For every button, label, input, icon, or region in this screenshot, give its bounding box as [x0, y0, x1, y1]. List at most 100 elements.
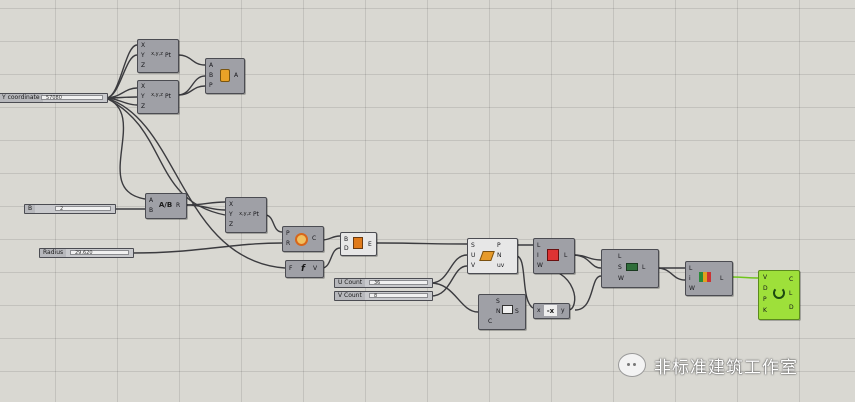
input-b[interactable]: B: [149, 207, 154, 214]
input-a[interactable]: A: [149, 197, 154, 204]
arc-node[interactable]: A B P A: [205, 58, 245, 94]
output-c[interactable]: C: [312, 235, 317, 242]
input-z[interactable]: Z: [141, 103, 146, 110]
input-s[interactable]: S: [471, 242, 475, 249]
cull-icon: [547, 249, 559, 261]
slider-radius[interactable]: Radius 29.620: [39, 248, 134, 258]
shift-list-node[interactable]: L S W L: [601, 249, 659, 288]
input-u[interactable]: U: [471, 252, 476, 259]
input-x[interactable]: x: [537, 307, 541, 314]
slider-v-count[interactable]: V Count 8: [334, 291, 433, 301]
input-z[interactable]: Z: [141, 62, 146, 69]
input-w[interactable]: W: [618, 275, 624, 282]
loft-node[interactable]: V D P K C L D: [758, 270, 800, 320]
wire: [131, 242, 283, 254]
watermark-text: 非标准建筑工作室: [654, 357, 798, 378]
input-z[interactable]: Z: [229, 221, 234, 228]
output-n[interactable]: N: [497, 252, 502, 259]
input-p[interactable]: P: [286, 230, 290, 237]
slider-value[interactable]: 29.620: [70, 250, 129, 256]
slider-label: B: [25, 205, 36, 213]
input-y[interactable]: Y: [141, 93, 145, 100]
output-d[interactable]: D: [789, 304, 794, 311]
input-b[interactable]: B: [344, 236, 349, 243]
output-e[interactable]: E: [368, 241, 372, 248]
output-l[interactable]: L: [789, 290, 793, 297]
input-l[interactable]: L: [689, 265, 693, 272]
input-x[interactable]: X: [141, 42, 146, 49]
wire: [430, 265, 468, 297]
output-l[interactable]: L: [564, 252, 568, 259]
input-x[interactable]: X: [141, 83, 146, 90]
expression-icon: f: [301, 264, 305, 274]
input-r[interactable]: R: [286, 240, 291, 247]
series-node[interactable]: S N C S: [478, 294, 526, 330]
negate-icon: -x: [544, 305, 557, 316]
input-s[interactable]: S: [496, 298, 500, 305]
expression-node[interactable]: F f V: [285, 260, 324, 278]
input-w[interactable]: W: [537, 262, 543, 269]
output-pt[interactable]: Pt: [165, 52, 171, 59]
input-v[interactable]: V: [763, 274, 768, 281]
output-y[interactable]: y: [561, 307, 565, 314]
negate-node[interactable]: x -x y: [533, 303, 570, 319]
construct-point-node-b[interactable]: X Y Z x,y,z Pt: [137, 80, 179, 114]
boundary-surface-node[interactable]: B D E: [340, 232, 377, 256]
construct-point-node-a[interactable]: X Y Z x,y,z Pt: [137, 39, 179, 73]
input-c[interactable]: C: [488, 318, 493, 325]
input-i[interactable]: i: [689, 275, 691, 282]
output-pt[interactable]: Pt: [253, 211, 259, 218]
input-l[interactable]: L: [537, 242, 541, 249]
output-s[interactable]: S: [515, 308, 519, 315]
slider-y-coordinate[interactable]: Y coordinate 57080: [0, 93, 108, 103]
wire: [105, 97, 286, 269]
input-f[interactable]: F: [289, 265, 293, 272]
input-p[interactable]: P: [209, 82, 213, 89]
output-v[interactable]: V: [313, 265, 318, 272]
input-y[interactable]: Y: [229, 211, 233, 218]
output-c[interactable]: C: [789, 276, 794, 283]
output-r[interactable]: R: [176, 202, 181, 209]
output-pt[interactable]: Pt: [165, 93, 171, 100]
output-l[interactable]: L: [720, 275, 724, 282]
slider-value[interactable]: 57080: [41, 95, 103, 101]
input-p[interactable]: P: [763, 296, 767, 303]
slider-u-count[interactable]: U Count 36: [334, 278, 433, 288]
wire: [177, 75, 206, 96]
circle-node[interactable]: P R C: [282, 226, 324, 252]
cull-node[interactable]: L I W L: [533, 238, 575, 274]
input-d[interactable]: D: [344, 245, 349, 252]
input-a[interactable]: A: [209, 62, 214, 69]
divide-surface-node[interactable]: S U V P N uv: [467, 238, 518, 274]
wire: [105, 44, 138, 99]
input-x[interactable]: X: [229, 201, 234, 208]
output-p[interactable]: P: [497, 242, 501, 249]
output-l[interactable]: L: [642, 264, 646, 271]
slider-value[interactable]: 8: [369, 293, 428, 299]
input-y[interactable]: Y: [141, 52, 145, 59]
input-v[interactable]: V: [471, 262, 476, 269]
input-w[interactable]: W: [689, 285, 695, 292]
division-node[interactable]: A B A/B R: [145, 193, 187, 219]
slider-b[interactable]: B 2: [24, 204, 116, 214]
input-k[interactable]: K: [763, 307, 767, 314]
input-n[interactable]: N: [496, 308, 501, 315]
wire: [177, 54, 206, 66]
input-s[interactable]: S: [618, 264, 622, 271]
watermark: 非标准建筑工作室: [618, 352, 838, 378]
slider-value[interactable]: 2: [55, 206, 111, 212]
arc-icon: [220, 68, 230, 82]
circle-icon: [294, 232, 308, 246]
input-d[interactable]: D: [763, 285, 768, 292]
construct-point-node-c[interactable]: X Y Z x,y,z Pt: [225, 197, 267, 233]
output-uv[interactable]: uv: [497, 262, 505, 269]
input-l[interactable]: L: [618, 253, 622, 260]
slider-label: Radius: [40, 249, 67, 257]
input-b[interactable]: B: [209, 72, 214, 79]
output-a[interactable]: A: [234, 72, 239, 79]
input-i[interactable]: I: [537, 252, 539, 259]
weave-node[interactable]: L i W L: [685, 261, 733, 296]
wire: [430, 254, 468, 284]
slider-value[interactable]: 36: [369, 280, 428, 286]
